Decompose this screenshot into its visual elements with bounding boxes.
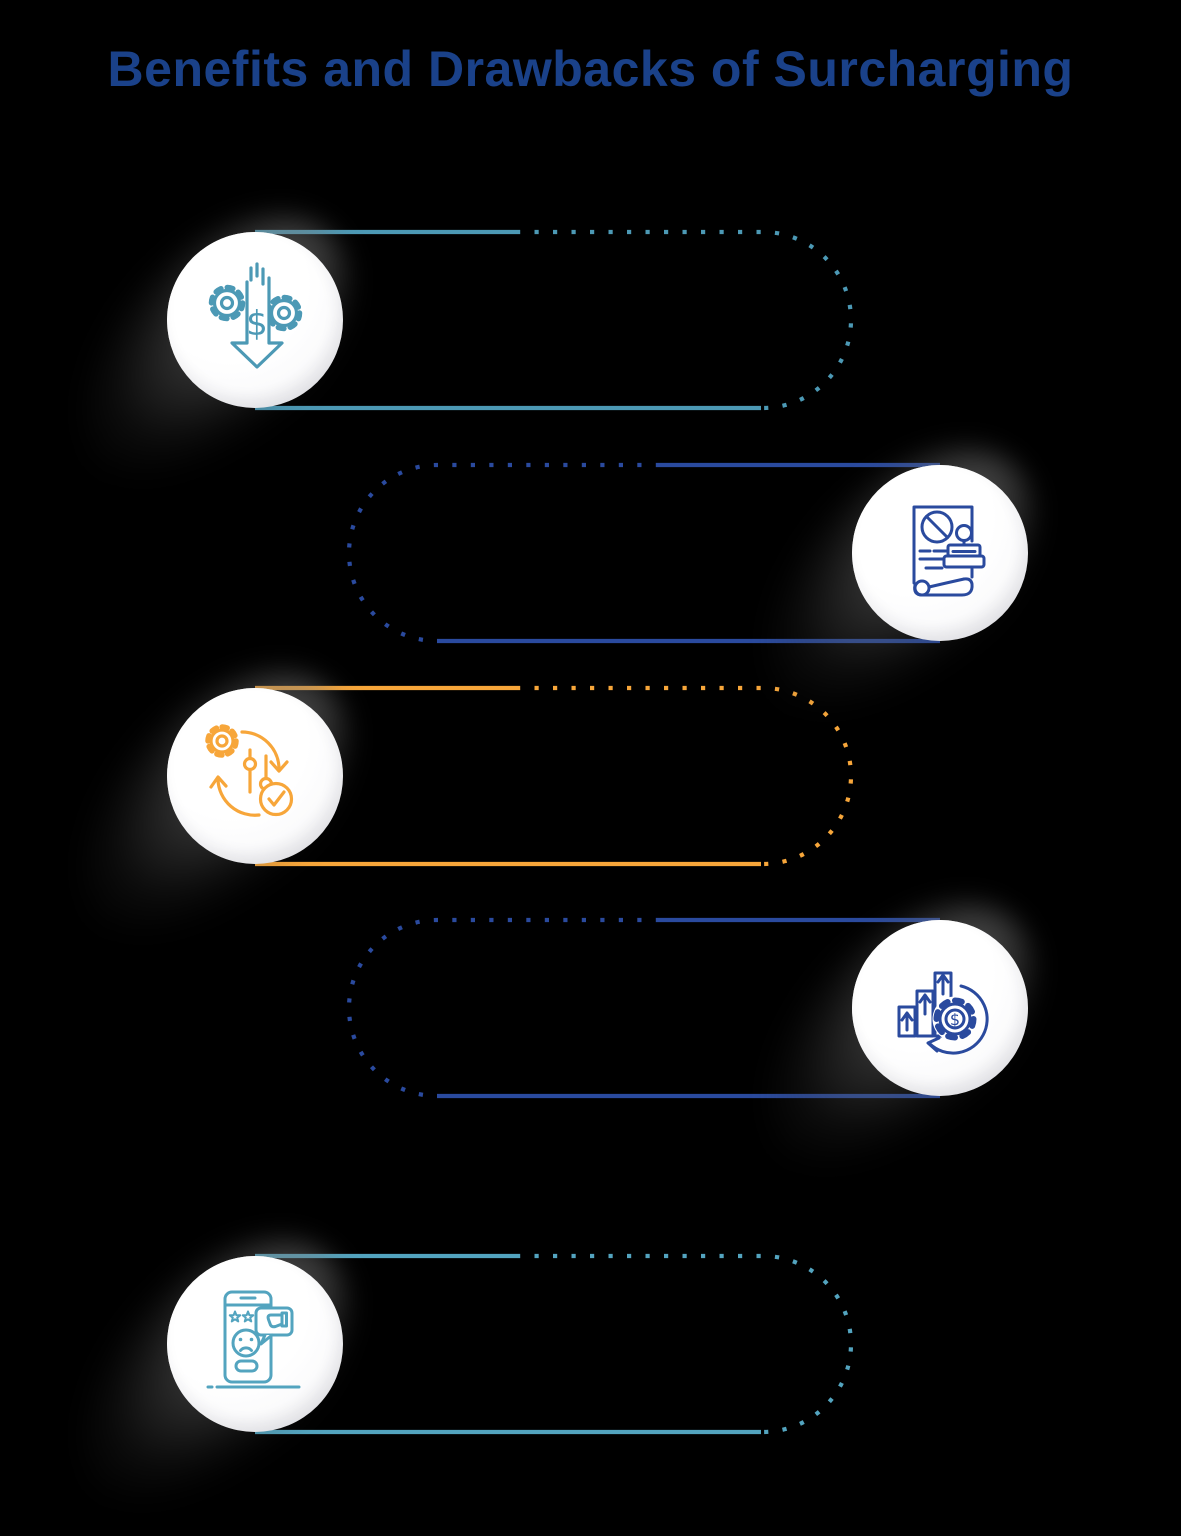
document-prohibition-stamp-icon bbox=[912, 505, 986, 597]
item-circle: $ bbox=[852, 920, 1028, 1096]
gear-sliders-checkmark-icon bbox=[205, 724, 294, 817]
item-circle bbox=[167, 1256, 343, 1432]
item-revenue-growth: $ bbox=[713, 853, 1085, 1227]
gears-dollar-down-arrow-icon: $ bbox=[208, 262, 303, 369]
page-title: Benefits and Drawbacks of Surcharging bbox=[107, 41, 1074, 97]
dollar-glyph: $ bbox=[246, 304, 268, 344]
item-customer-dissatisfaction bbox=[28, 1189, 400, 1536]
dollar-glyph: $ bbox=[950, 1010, 960, 1029]
item-circle bbox=[167, 688, 343, 864]
phone-sad-review-thumbs-down-icon bbox=[206, 1290, 301, 1389]
item-flexible-control bbox=[28, 621, 400, 995]
item-cost-reduction: $ bbox=[28, 165, 400, 539]
rising-bars-dollar-gear-icon: $ bbox=[897, 971, 989, 1055]
item-compliance-stamp bbox=[713, 398, 1085, 772]
item-circle bbox=[852, 465, 1028, 641]
item-circle: $ bbox=[167, 232, 343, 408]
